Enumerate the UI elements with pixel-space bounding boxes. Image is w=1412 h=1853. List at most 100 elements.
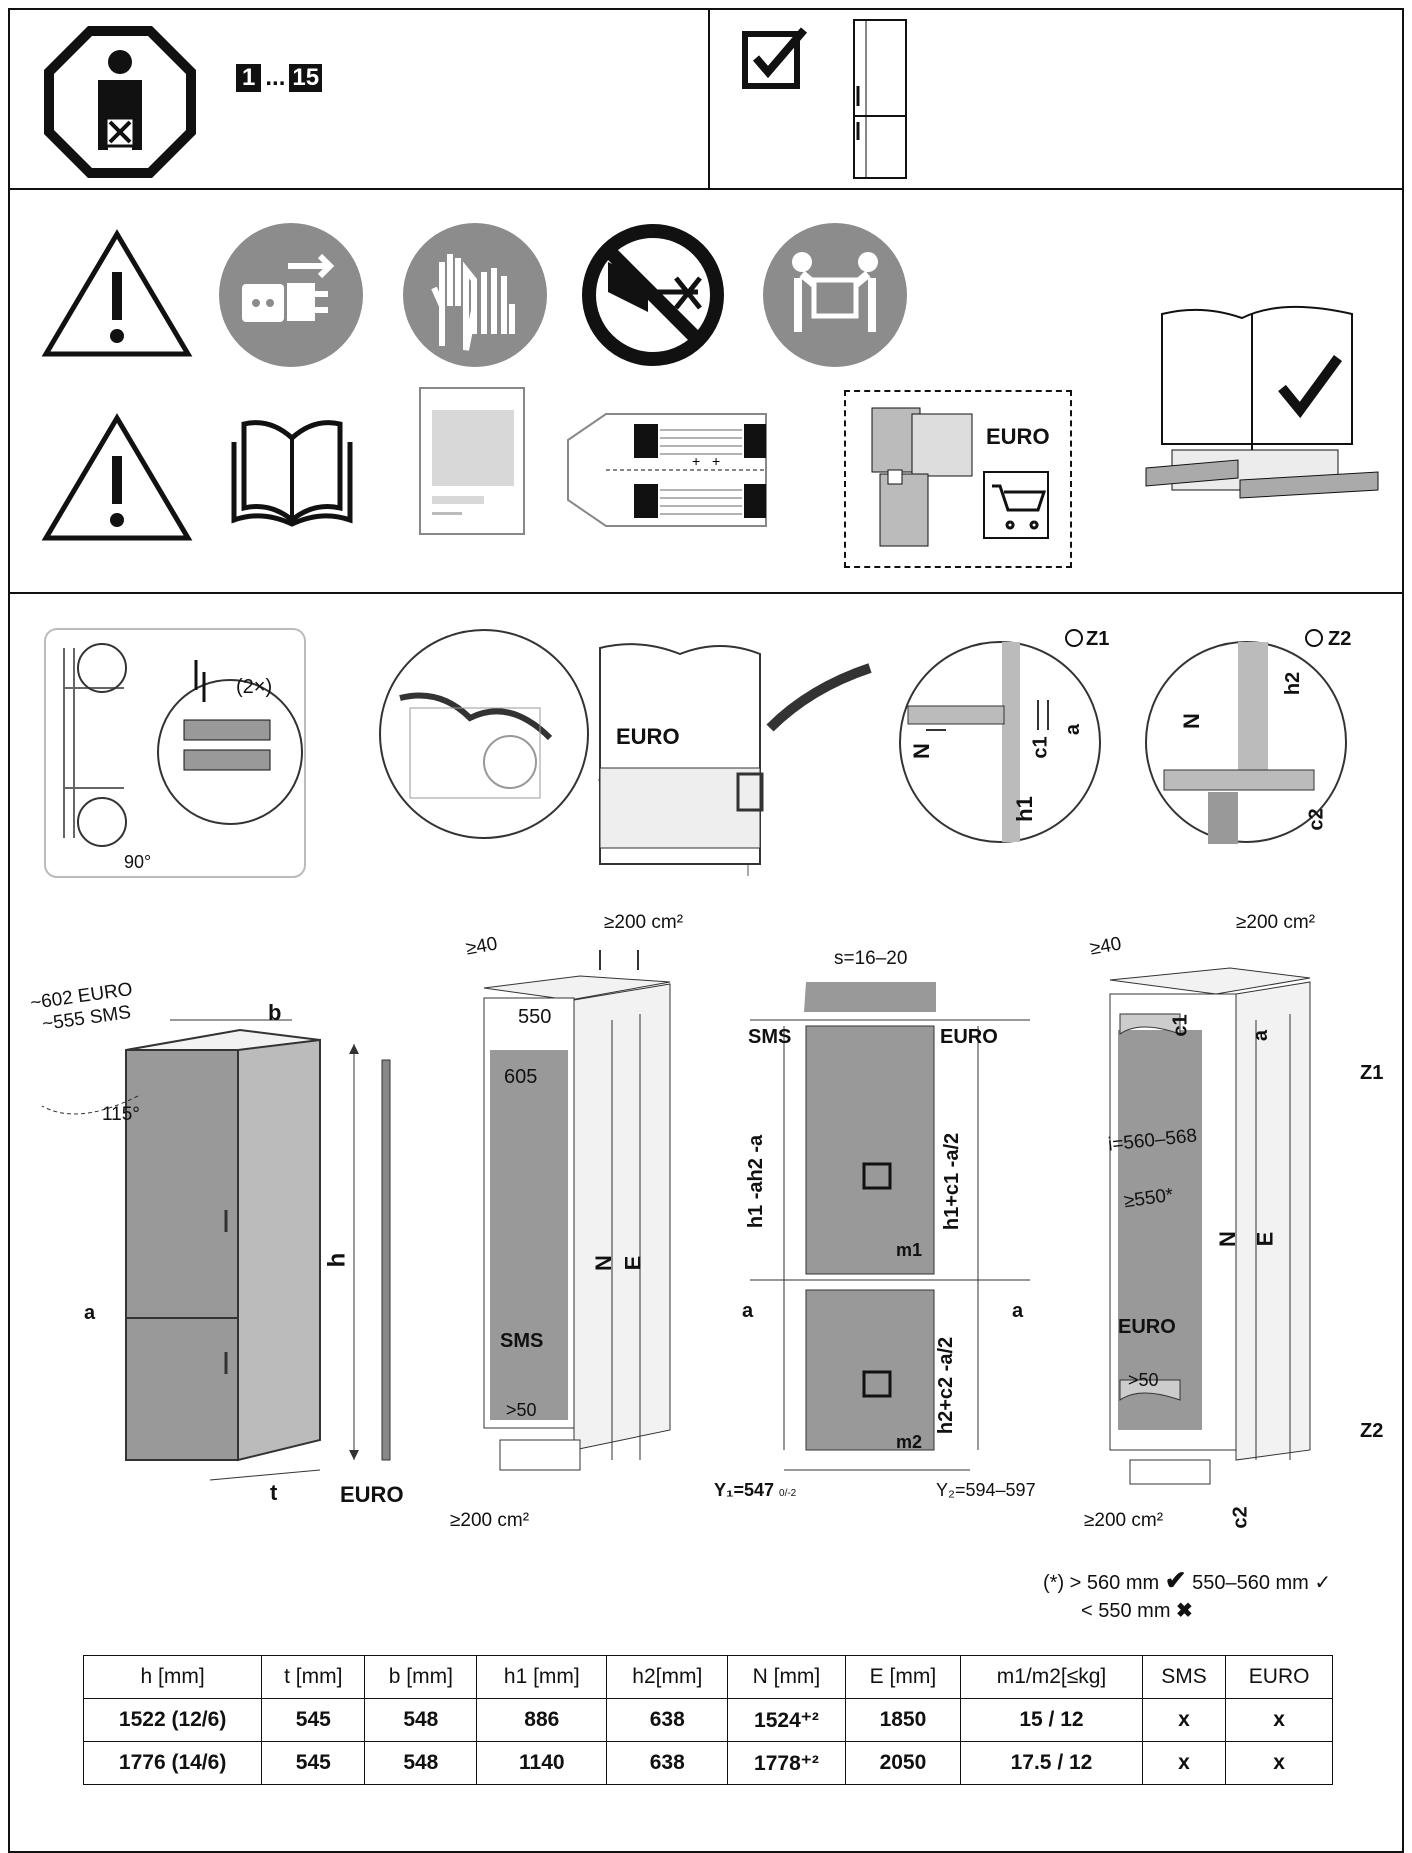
- appliance-dimension-drawing: [41, 1019, 391, 1481]
- table-cell: 15 / 12: [960, 1698, 1143, 1742]
- disposal-label: EURO: [616, 724, 680, 749]
- dim-h: h: [323, 1252, 351, 1268]
- euro-min50: >50: [1128, 1370, 1159, 1390]
- hinge-count: (2×): [236, 676, 273, 698]
- euro-strip-label: EURO: [340, 1482, 404, 1507]
- footnote-greater: > 560 mm: [1069, 1572, 1160, 1594]
- table-cell: 17.5 / 12: [960, 1741, 1143, 1785]
- euro-z1: Z1: [1360, 1062, 1384, 1084]
- table-cell: 1522 (12/6): [82, 1698, 263, 1742]
- dim-b: b: [268, 1000, 282, 1025]
- table-cell: 638: [606, 1741, 729, 1785]
- small-check-icon: ✓: [1314, 1572, 1332, 1594]
- template-icon: ++: [567, 413, 767, 527]
- euro-vent-top: ≥200 cm²: [1236, 912, 1316, 933]
- warning-icon: [41, 413, 193, 541]
- divider: [708, 8, 710, 190]
- door-thickness: s=16–20: [834, 948, 908, 969]
- dim-t: t: [270, 1480, 278, 1505]
- gloves-icon: [403, 223, 547, 367]
- euro-hinge-kit: [844, 390, 1072, 568]
- table-cell: 886: [476, 1698, 608, 1742]
- sms-niche-label: SMS: [500, 1330, 544, 1352]
- column-header: h1 [mm]: [476, 1655, 608, 1699]
- door-a-right: a: [1012, 1300, 1024, 1322]
- door-angle: 90°: [124, 852, 152, 872]
- table-cell: 1778⁺²: [727, 1741, 846, 1785]
- z1-h1: h1: [1011, 796, 1037, 822]
- column-header: E [mm]: [844, 1655, 962, 1699]
- footnote-line-2: < 550 mm ✖: [1043, 1597, 1331, 1625]
- sms-depth-550: 550: [518, 1006, 552, 1028]
- euro-vent-bottom: ≥200 cm²: [1084, 1510, 1164, 1531]
- sms-min50: >50: [506, 1400, 537, 1420]
- door-y1-tolerance: 0/-2: [779, 1488, 797, 1499]
- door-sms-label: SMS: [748, 1026, 792, 1048]
- transport-lock-removal-illustration: [379, 629, 872, 876]
- column-header: SMS: [1141, 1655, 1227, 1699]
- z2-N: N: [1178, 713, 1204, 729]
- z1-N: N: [908, 743, 934, 759]
- footnote-mark: (*): [1043, 1572, 1065, 1594]
- page-frame: [8, 8, 1404, 1853]
- hinge-adjust-illustration: [44, 628, 306, 878]
- level-check-icon: [1145, 305, 1379, 499]
- table-cell: 1140: [476, 1741, 608, 1785]
- table-row: 1522 (12/6) 545 548 886 638 1524⁺² 1850 …: [82, 1698, 1333, 1742]
- column-header: t [mm]: [261, 1655, 366, 1699]
- door-y1: Y₁=547 0/-2: [714, 1480, 796, 1501]
- z1-c1: c1: [1029, 736, 1052, 759]
- table-cell: x: [1225, 1741, 1333, 1785]
- door-left-top-formula: h1 -ah2 -a: [745, 1134, 768, 1229]
- footnote-line-1: (*) > 560 mm ✔ 550–560 mm ✓: [1043, 1566, 1331, 1597]
- z2-c2: c2: [1305, 808, 1328, 831]
- checkbox-icon: [742, 27, 808, 89]
- document-icon: [419, 387, 525, 535]
- table-cell: 1850: [844, 1698, 962, 1742]
- euro-c2: c2: [1229, 1506, 1252, 1529]
- column-header: b [mm]: [364, 1655, 478, 1699]
- svg-text:+: +: [712, 453, 720, 469]
- step-range: 1 ... 15: [236, 64, 323, 92]
- euro-a: a: [1250, 1029, 1273, 1042]
- sms-niche-drawing: [483, 950, 671, 1471]
- table-cell: x: [1225, 1698, 1333, 1742]
- table-cell: 545: [261, 1698, 366, 1742]
- door-a-left: a: [742, 1300, 754, 1322]
- check-icon: ✔: [1164, 1565, 1187, 1595]
- column-header: h [mm]: [82, 1655, 263, 1699]
- door-weight-diagram: [750, 982, 1030, 1471]
- door-m2: m2: [896, 1432, 923, 1452]
- unplug-icon: [219, 223, 363, 367]
- euro-niche-label: EURO: [1118, 1316, 1176, 1338]
- table-header-row: h [mm] t [mm] b [mm] h1 [mm] h2[mm] N [m…: [82, 1655, 1333, 1699]
- sms-vent-bottom: ≥200 cm²: [450, 1510, 530, 1531]
- column-header: EURO: [1225, 1655, 1333, 1699]
- table-cell: 638: [606, 1698, 729, 1742]
- euro-z2: Z2: [1360, 1420, 1384, 1442]
- table-cell: 1524⁺²: [727, 1698, 846, 1742]
- dim-a: a: [84, 1302, 96, 1324]
- euro-hinge-kit-icon: [871, 407, 1049, 547]
- zoom-label-z1: Z1: [1086, 628, 1110, 650]
- table-cell: x: [1141, 1698, 1227, 1742]
- zoom-detail-z1: [899, 629, 1101, 843]
- manual-icon: [231, 420, 353, 527]
- door-m1: m1: [896, 1240, 923, 1260]
- table-cell: x: [1141, 1741, 1227, 1785]
- no-cut-cable-icon: [582, 224, 724, 366]
- cross-icon: ✖: [1176, 1600, 1193, 1622]
- table-cell: 1776 (14/6): [82, 1741, 263, 1785]
- euro-E: E: [1252, 1231, 1278, 1247]
- door-open-angle: 115°: [102, 1104, 140, 1125]
- footnote-range: 550–560 mm: [1192, 1572, 1309, 1594]
- euro-kit-label: EURO: [986, 424, 1050, 449]
- step-badge-start: 1: [236, 64, 262, 92]
- zoom-detail-z2: [1145, 629, 1347, 844]
- z2-h2: h2: [1282, 671, 1305, 696]
- warning-icon: [41, 229, 193, 357]
- two-person-lift-icon: [763, 223, 907, 367]
- sms-E: E: [620, 1255, 646, 1271]
- euro-niche-drawing: [1109, 967, 1311, 1485]
- euro-N: N: [1214, 1231, 1240, 1247]
